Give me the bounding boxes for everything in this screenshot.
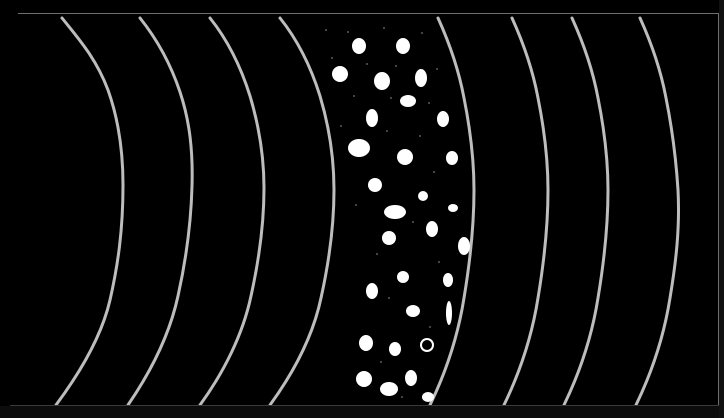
particle (437, 111, 449, 127)
speck (421, 32, 423, 34)
particle (348, 139, 370, 157)
speck (390, 97, 392, 99)
particle (397, 271, 409, 283)
speck (353, 95, 355, 97)
particle (415, 69, 427, 87)
speck (331, 57, 333, 59)
speck (419, 135, 421, 137)
speck (366, 63, 368, 65)
particle (366, 283, 378, 299)
speck (376, 253, 378, 255)
speck (428, 102, 430, 104)
speck (380, 361, 382, 363)
speck (325, 29, 327, 31)
particle (359, 335, 373, 351)
particle (406, 305, 420, 317)
particle (446, 151, 458, 165)
particle (396, 38, 410, 54)
speck (433, 171, 435, 173)
particle (422, 392, 434, 402)
speck (438, 261, 440, 263)
particle (356, 371, 372, 387)
speck (340, 125, 342, 127)
particle (458, 237, 470, 255)
particle (418, 191, 428, 201)
speck (386, 130, 388, 132)
particle (426, 221, 438, 237)
speck (436, 68, 438, 70)
particle (352, 38, 366, 54)
particle (368, 178, 382, 192)
particle (389, 342, 401, 356)
particle (382, 231, 396, 245)
speck (347, 31, 349, 33)
particle (405, 370, 417, 386)
speck (395, 65, 397, 67)
frame-border-top (18, 13, 718, 14)
speck (355, 204, 357, 206)
particle (384, 205, 406, 219)
speck (401, 396, 403, 398)
speck (429, 326, 431, 328)
particle (332, 66, 348, 82)
particle (397, 149, 413, 165)
frame-edge-bottom (0, 406, 724, 418)
speck (388, 297, 390, 299)
speck (383, 27, 385, 29)
particle (374, 72, 390, 90)
particle (446, 301, 452, 325)
particle (448, 204, 458, 212)
particle (366, 109, 378, 127)
speck (412, 221, 414, 223)
particle (443, 273, 453, 287)
particle (380, 382, 398, 396)
particle (400, 95, 416, 107)
frame-edge-right (719, 0, 724, 418)
